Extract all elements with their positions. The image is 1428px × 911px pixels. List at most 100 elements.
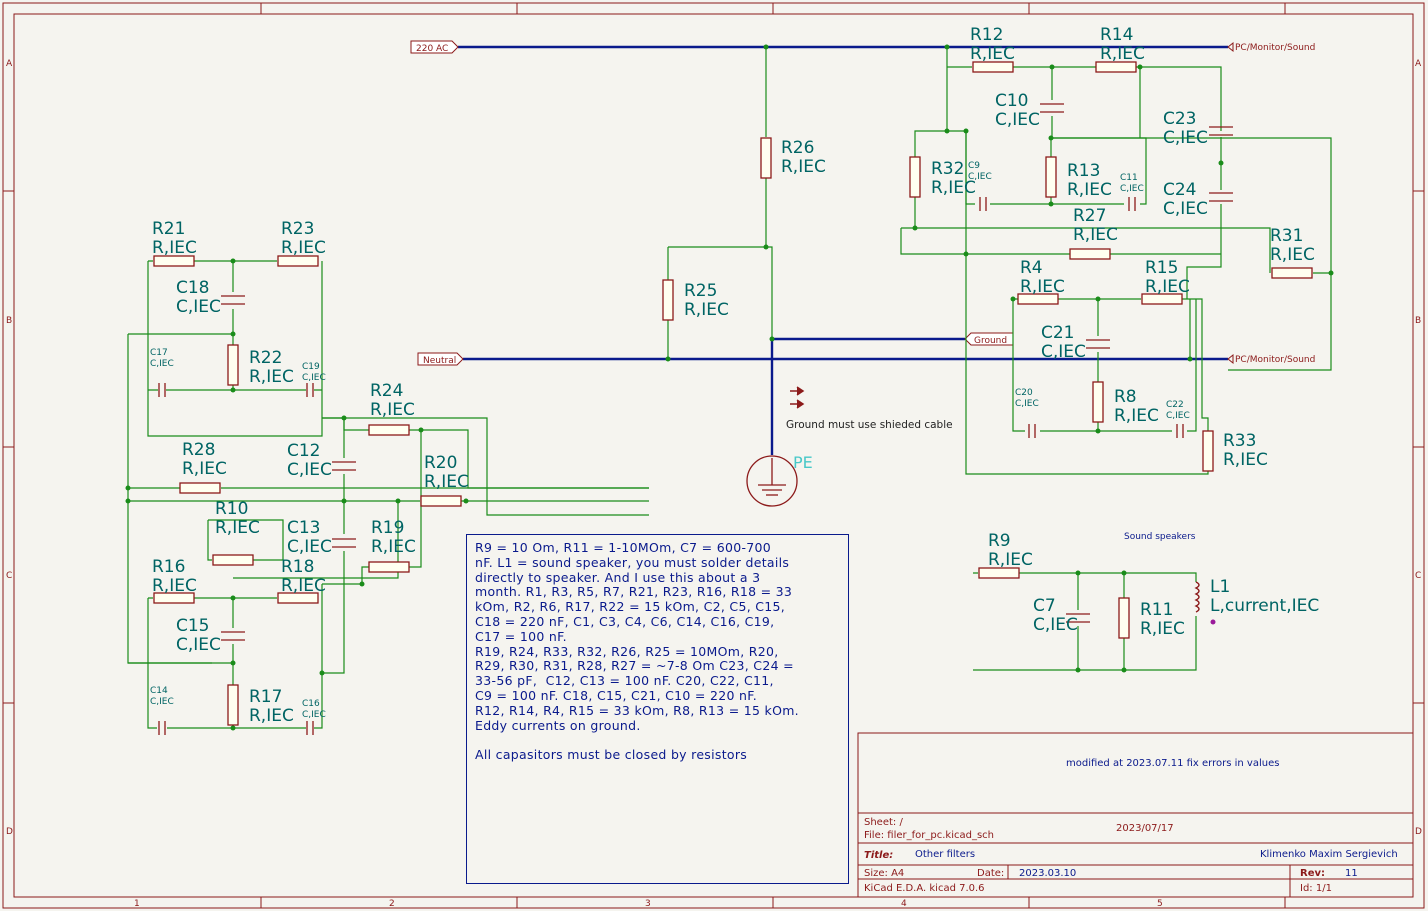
value-c21: C,IEC (1041, 342, 1086, 362)
ref-r27: R27 (1073, 206, 1106, 226)
title-block: modified at 2023.07.11 fix errors in val… (857, 732, 1414, 898)
value-r26: R,IEC (781, 157, 826, 177)
value-r19: R,IEC (371, 537, 416, 557)
col-2: 2 (389, 899, 395, 909)
component-c7: C7C,IEC (1033, 596, 1090, 635)
ref-c11: C11 (1120, 173, 1138, 183)
ref-r20: R20 (424, 453, 457, 473)
frame-column-markers: 1 2 3 4 5 A B C D A B C D (3, 3, 1424, 909)
value-r21: R,IEC (152, 238, 197, 258)
ref-c17: C17 (150, 348, 168, 358)
value-r14: R,IEC (1100, 44, 1145, 64)
ref-r26: R26 (781, 138, 814, 158)
col-4: 4 (901, 899, 907, 909)
svg-text:PC/Monitor/Sound: PC/Monitor/Sound (1235, 355, 1315, 365)
ref-c16: C16 (302, 699, 320, 709)
row-b-right: B (1415, 316, 1421, 326)
tb-comment: modified at 2023.07.11 fix errors in val… (1066, 758, 1279, 769)
value-r22: R,IEC (249, 367, 294, 387)
value-r28: R,IEC (182, 459, 227, 479)
port-neutral: Neutral (417, 352, 464, 366)
value-c23: C,IEC (1163, 128, 1208, 148)
value-r13: R,IEC (1067, 180, 1112, 200)
ref-r19: R19 (371, 518, 404, 538)
ref-c18: C18 (176, 278, 210, 298)
value-l1: L,current,IEC (1210, 596, 1319, 616)
value-c9: C,IEC (968, 172, 992, 182)
tb-author: Klimenko Maxim Sergievich (1260, 849, 1398, 860)
value-r4: R,IEC (1020, 277, 1065, 297)
ref-c15: C15 (176, 616, 210, 636)
ref-c7: C7 (1033, 596, 1056, 616)
component-r4: R4R,IEC (1017, 258, 1065, 305)
ref-r22: R22 (249, 348, 282, 368)
tb-title: Other filters (915, 849, 975, 860)
value-c13: C,IEC (287, 537, 332, 557)
svg-text:220 AC: 220 AC (416, 44, 448, 54)
value-c22: C,IEC (1166, 411, 1190, 421)
ref-r4: R4 (1020, 258, 1043, 278)
junctions (125, 44, 1334, 731)
ref-r8: R8 (1114, 387, 1137, 407)
ref-c22: C22 (1166, 400, 1184, 410)
value-c19: C,IEC (302, 373, 326, 383)
tb-rev: 11 (1345, 868, 1358, 879)
tb-tool: KiCad E.D.A. kicad 7.0.6 (864, 883, 985, 894)
value-r31: R,IEC (1270, 245, 1315, 265)
pe-ground-symbol: PE (746, 453, 813, 507)
ref-r13: R13 (1067, 161, 1100, 181)
value-r10: R,IEC (215, 518, 260, 538)
ref-c12: C12 (287, 441, 321, 461)
tb-id: Id: 1/1 (1300, 883, 1332, 894)
tb-file: File: filer_for_pc.kicad_sch (864, 830, 994, 841)
tb-stamp: 2023/07/17 (1116, 823, 1174, 834)
value-r25: R,IEC (684, 300, 729, 320)
ref-r28: R28 (182, 440, 215, 460)
value-r18: R,IEC (281, 576, 326, 596)
ref-r16: R16 (152, 557, 185, 577)
design-note: R9 = 10 Om, R11 = 1-10MOm, C7 = 600-700 … (466, 534, 849, 884)
ref-c23: C23 (1163, 109, 1197, 129)
component-r9: R9R,IEC (978, 531, 1033, 579)
ref-c24: C24 (1163, 180, 1197, 200)
ref-r9: R9 (988, 531, 1011, 551)
row-d-right: D (1415, 827, 1422, 837)
ref-r23: R23 (281, 219, 314, 239)
ref-r11: R11 (1140, 600, 1173, 620)
value-c7: C,IEC (1033, 615, 1078, 635)
value-c14: C,IEC (150, 697, 174, 707)
svg-text:Ground: Ground (974, 336, 1007, 346)
ref-r32: R32 (931, 159, 964, 179)
ref-c19: C19 (302, 362, 320, 372)
value-r8: R,IEC (1114, 406, 1159, 426)
tb-date-label: Date: (977, 868, 1004, 879)
ref-r21: R21 (152, 219, 185, 239)
ref-r25: R25 (684, 281, 717, 301)
ref-c14: C14 (150, 686, 168, 696)
